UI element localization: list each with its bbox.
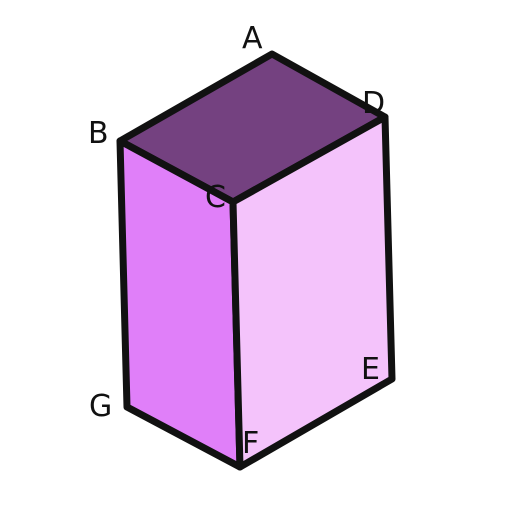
vertex-label-g: G: [89, 389, 112, 424]
box-faces: [116, 50, 396, 471]
vertex-label-e: E: [361, 352, 380, 387]
vertex-label-f: F: [242, 426, 259, 461]
vertex-labels: A B C D E F G: [88, 21, 385, 461]
vertex-label-a: A: [242, 21, 263, 56]
vertex-label-d: D: [362, 86, 385, 121]
face-right: [229, 113, 396, 471]
vertex-label-c: C: [205, 180, 226, 215]
vertex-label-b: B: [88, 116, 109, 151]
